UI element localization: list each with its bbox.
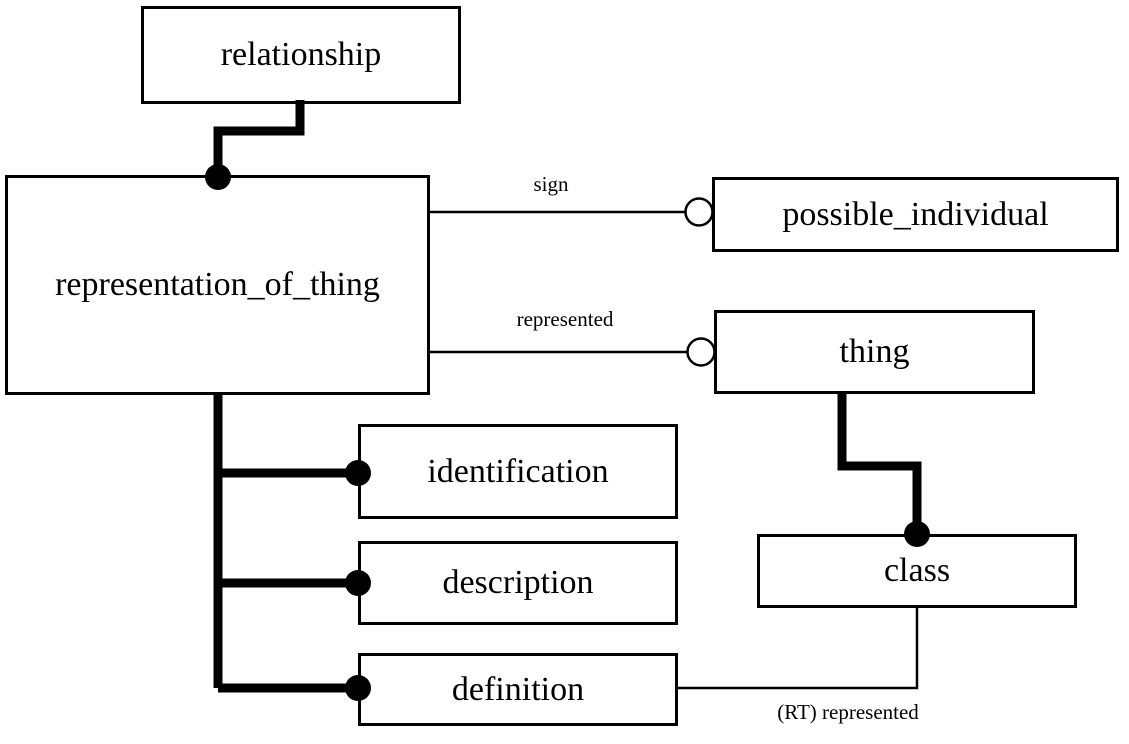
connector-definition-to-class: [677, 607, 919, 690]
connector-representation-to-possible-individual: [430, 197, 714, 227]
filled-circle-marker-identification: [345, 460, 371, 486]
filled-circle-marker-description: [345, 570, 371, 596]
entity-boxes: [5, 6, 1119, 726]
entity-box-identification[interactable]: [358, 424, 678, 519]
filled-circle-marker-class: [904, 521, 930, 547]
filled-circle-marker-relationship: [205, 164, 231, 190]
filled-circle-marker-definition: [345, 675, 371, 701]
connector-representation-to-thing: [430, 337, 716, 367]
open-circle-marker-sign: [684, 197, 714, 227]
entity-box-thing[interactable]: [714, 310, 1035, 394]
entity-box-possible-individual[interactable]: [712, 177, 1119, 252]
connector-line-thing-supertype: [837, 392, 922, 534]
connector-subtype-tree: [213, 393, 371, 701]
entity-box-relationship[interactable]: [141, 6, 461, 104]
entity-box-description[interactable]: [358, 541, 678, 625]
entity-box-representation-of-thing[interactable]: [5, 175, 430, 395]
entity-box-definition[interactable]: [358, 653, 678, 726]
connector-thing-to-class: [837, 392, 930, 547]
connector-line-relationship-supertype: [213, 100, 305, 177]
entity-box-class[interactable]: [757, 534, 1077, 608]
connector-relationship-to-representation: [205, 100, 305, 190]
connector-line-rt-represented: [677, 607, 919, 690]
open-circle-marker-represented: [686, 337, 716, 367]
